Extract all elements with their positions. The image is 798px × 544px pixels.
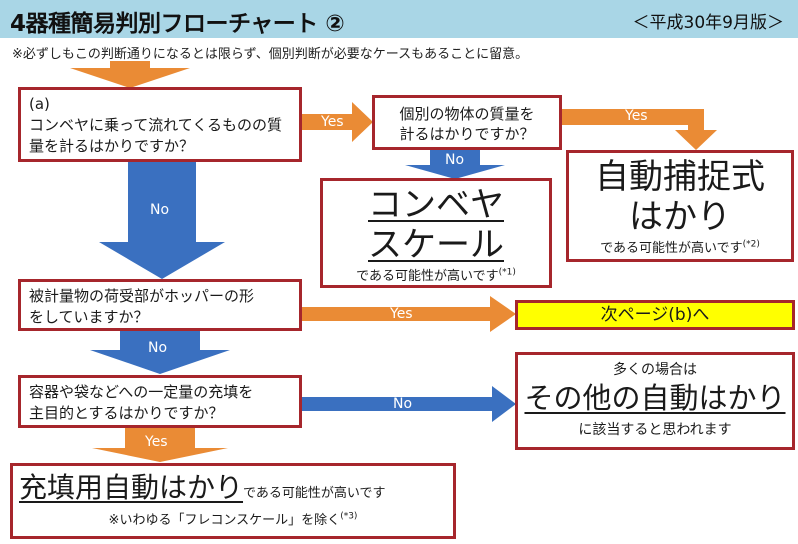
result-other-main: その他の自動はかり	[524, 381, 786, 415]
question-container-line1: 容器や袋などへの一定量の充填を	[29, 383, 254, 401]
question-a-prefix: (a)	[29, 95, 50, 113]
next-page-box: 次ページ(b)へ	[515, 300, 795, 330]
header-bar: 4器種簡易判別フローチャート ② ＜平成30年9月版＞	[0, 0, 798, 38]
label-a-yes: Yes	[321, 114, 344, 130]
question-individual-box: 個別の物体の質量を 計るはかりですか？	[372, 95, 562, 150]
question-a-line1: コンベヤに乗って流れてくるものの質	[29, 116, 283, 134]
result-conveyor-line1: コンベヤ	[368, 185, 504, 225]
question-a-line2: 量を計るはかりですか？	[29, 137, 195, 155]
result-filling-note: ※いわゆる「フレコンスケール」を除く(*3)	[108, 511, 358, 528]
label-container-no: No	[393, 396, 413, 412]
result-filling-main: 充填用自動はかり	[19, 471, 244, 504]
result-auto-capture-line1: 自動捕捉式	[595, 157, 765, 197]
result-auto-capture-line2: はかり	[629, 197, 731, 237]
arrow-a-yes	[300, 102, 373, 142]
result-auto-capture-box: 自動捕捉式 はかり である可能性が高いです(*2)	[566, 150, 794, 262]
question-container-line2: 主目的とするはかりですか？	[29, 404, 224, 422]
question-hopper-line2: をしていますか？	[29, 308, 149, 326]
label-individual-yes: Yes	[625, 108, 648, 124]
arrow-individual-yes	[561, 109, 717, 150]
result-conveyor-box: コンベヤ スケール である可能性が高いです(*1)	[320, 178, 552, 288]
question-individual-line1: 個別の物体の質量を	[399, 105, 535, 123]
result-auto-capture-sub: である可能性が高いです(*2)	[600, 239, 760, 256]
arrow-hopper-no	[90, 330, 230, 374]
result-other-box: 多くの場合は その他の自動はかり に該当すると思われます	[515, 352, 795, 450]
label-individual-no: No	[445, 152, 465, 168]
arrow-individual-no	[405, 150, 505, 179]
disclaimer-note: ※必ずしもこの判断通りになるとは限らず、個別判断が必要なケースもあることに留意。	[12, 47, 529, 62]
result-conveyor-sub: である可能性が高いです(*1)	[356, 267, 516, 284]
result-other-sub: に該当すると思われます	[578, 422, 732, 438]
question-hopper-box: 被計量物の荷受部がホッパーの形 をしていますか？	[18, 279, 302, 331]
question-a-box: (a) コンベヤに乗って流れてくるものの質 量を計るはかりですか？	[18, 87, 302, 162]
question-individual-line2: 計るはかりですか？	[399, 125, 535, 143]
question-container-box: 容器や袋などへの一定量の充填を 主目的とするはかりですか？	[18, 375, 302, 428]
version-date: ＜平成30年9月版＞	[632, 13, 784, 33]
label-hopper-no: No	[148, 340, 168, 356]
result-filling-tail: である可能性が高いです	[243, 486, 386, 501]
page-title: 4器種簡易判別フローチャート ②	[10, 11, 345, 37]
label-hopper-yes: Yes	[390, 306, 413, 322]
label-a-no: No	[150, 202, 170, 218]
arrow-container-no	[300, 386, 516, 422]
result-filling-box: 充填用自動はかりである可能性が高いです ※いわゆる「フレコンスケール」を除く(*…	[10, 463, 456, 539]
entry-arrow	[70, 61, 190, 88]
result-conveyor-line2: スケール	[368, 225, 504, 265]
arrow-hopper-yes	[300, 296, 516, 332]
next-page-label: 次ページ(b)へ	[600, 305, 710, 325]
result-other-pre: 多くの場合は	[613, 362, 697, 378]
arrow-container-yes	[92, 428, 228, 462]
arrow-a-no	[99, 162, 225, 279]
label-container-yes: Yes	[145, 434, 168, 450]
question-hopper-line1: 被計量物の荷受部がホッパーの形	[29, 287, 255, 305]
result-filling-headline: 充填用自動はかりである可能性が高いです	[19, 470, 447, 506]
